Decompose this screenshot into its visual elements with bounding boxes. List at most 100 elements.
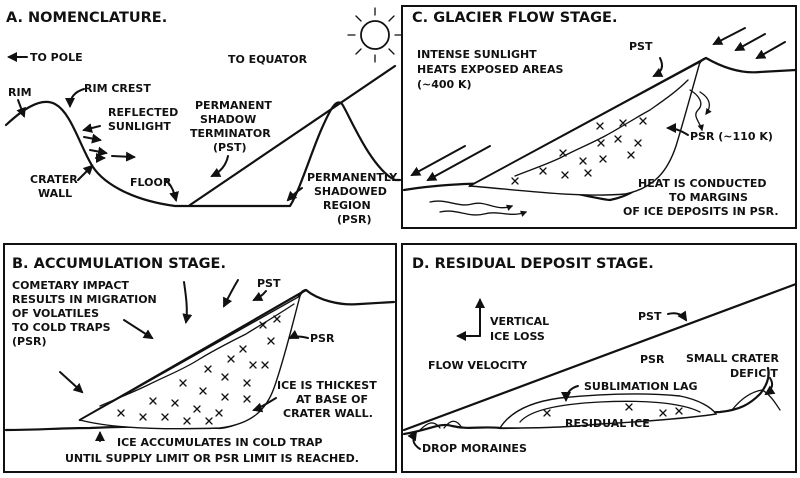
small-crater-label-1: SMALL CRATER	[686, 352, 779, 365]
reflected-arrow-3	[89, 146, 108, 157]
panel-c-title: C. GLACIER FLOW STAGE.	[412, 10, 617, 26]
reflected-arrow-2	[83, 133, 102, 144]
impact-label-4: TO COLD TRAPS	[12, 321, 111, 334]
sunlight-label-3: (~400 K)	[417, 78, 472, 91]
heat-label-1: HEAT IS CONDUCTED	[638, 177, 766, 190]
pst-arrow-a	[210, 155, 229, 177]
psr-label-b: PSR	[310, 332, 335, 345]
small-crater	[731, 389, 781, 411]
heat-label-2: TO MARGINS	[669, 191, 748, 204]
sublimation-lag-line	[519, 400, 701, 423]
panel-b-accumulation: B. ACCUMULATION STAGE. COMETARY IMPACT R…	[3, 243, 397, 473]
psr-label-4: (PSR)	[337, 213, 372, 226]
sun-icon	[347, 7, 403, 63]
crater-wall-label-1: CRATER	[30, 173, 78, 186]
impact-arrow-4	[59, 371, 84, 394]
accumulates-label-1: ICE ACCUMULATES IN COLD TRAP	[117, 436, 323, 449]
impact-label-5: (PSR)	[12, 335, 47, 348]
panel-d-title: D. RESIDUAL DEPOSIT STAGE.	[412, 256, 654, 272]
thickest-arrow	[252, 397, 277, 413]
reflected-arrow-1	[82, 123, 101, 133]
pst-arrow-d	[667, 310, 688, 322]
rim-label: RIM	[8, 86, 32, 99]
psr-label-3: REGION	[323, 199, 371, 212]
psr-label-d: PSR	[640, 353, 665, 366]
reflected-arrow-5	[111, 151, 136, 162]
ice-deposit-c	[467, 60, 702, 196]
pst-label-c: PST	[629, 40, 653, 53]
ice-crosses-d	[543, 403, 683, 417]
floor-arrow	[165, 179, 179, 202]
rim-arrow	[16, 99, 26, 118]
reflected-label-2: SUNLIGHT	[108, 120, 171, 133]
psr-arrow-b	[288, 329, 309, 339]
panel-b-frame	[3, 243, 397, 473]
sunlight-ray-3	[712, 27, 746, 45]
psr-label-c: PSR (~110 K)	[690, 130, 773, 143]
panel-b-title: B. ACCUMULATION STAGE.	[12, 256, 226, 272]
vertical-label-1: VERTICAL	[490, 315, 549, 328]
panel-c-frame	[401, 5, 797, 229]
psr-arrow-c	[666, 123, 689, 136]
pst-label-1: PERMANENT	[195, 99, 272, 112]
pst-arrow-b	[252, 290, 267, 301]
panel-c-glacier-flow: C. GLACIER FLOW STAGE. INTENSE SUNLIGHT …	[401, 5, 798, 229]
shadow-terminator-line-d	[402, 282, 798, 432]
impact-label-3: OF VOLATILES	[12, 307, 99, 320]
flow-velocity-label: FLOW VELOCITY	[428, 359, 528, 372]
impact-label-1: COMETARY IMPACT	[12, 279, 129, 292]
heat-flow-1	[689, 89, 704, 132]
thickest-label-1: ICE IS THICKEST	[277, 379, 377, 392]
ice-wavy-surface-c	[514, 79, 689, 177]
shadow-terminator-line-a	[188, 64, 397, 207]
thickest-label-3: CRATER WALL.	[283, 407, 373, 420]
small-crater-arrow	[764, 377, 776, 396]
panel-d-frame	[401, 243, 797, 473]
accumulates-label-2: UNTIL SUPPLY LIMIT OR PSR LIMIT IS REACH…	[65, 452, 359, 465]
pst-label-3: TERMINATOR	[190, 127, 271, 140]
to-equator-label: TO EQUATOR	[228, 53, 308, 66]
small-crater-label-2: DEFICIT	[730, 367, 778, 380]
moraines-arrow	[407, 430, 421, 450]
sunlight-ray-4	[734, 33, 766, 51]
crater-profile-a	[4, 100, 402, 208]
sunlight-label-2: HEATS EXPOSED AREAS	[417, 63, 563, 76]
pst-label-4: (PST)	[213, 141, 247, 154]
thickest-label-2: AT BASE OF	[296, 393, 368, 406]
panel-a-title: A. NOMENCLATURE.	[6, 10, 167, 26]
psr-label-2: SHADOWED	[314, 185, 387, 198]
pst-label-b: PST	[257, 277, 281, 290]
sunlight-ray-1	[410, 145, 466, 176]
impact-arrow-2	[223, 279, 239, 308]
rim-crest-arrow	[65, 88, 85, 108]
heat-flow-4	[439, 210, 528, 217]
ice-wavy-surface-b	[99, 303, 295, 407]
pst-arrow-c	[652, 57, 664, 77]
sublimation-lag-label: SUBLIMATION LAG	[584, 380, 697, 393]
crater-wall-label-2: WALL	[38, 187, 72, 200]
crater-wall-arrow	[77, 164, 94, 181]
moraines-label: DROP MORAINES	[422, 442, 527, 455]
vertical-label-2: ICE LOSS	[490, 330, 545, 343]
residual-ice-label: RESIDUAL ICE	[565, 417, 650, 430]
reflected-label-1: REFLECTED	[108, 106, 178, 119]
rim-crest-label: RIM CREST	[84, 82, 151, 95]
impact-arrow-1	[182, 281, 193, 324]
panel-a-nomenclature: A. NOMENCLATURE. TO POLE TO EQUATOR RIM …	[4, 7, 403, 226]
heat-flow-2	[699, 91, 712, 116]
impact-arrow-3	[123, 319, 154, 340]
sublimation-lag-arrow	[561, 385, 579, 402]
psr-label-1: PERMANENTLY	[307, 171, 398, 184]
sunlight-ray-2	[426, 145, 491, 181]
to-pole-label: TO POLE	[30, 51, 83, 64]
panel-d-residual-deposit: D. RESIDUAL DEPOSIT STAGE. VERTICAL ICE …	[401, 243, 798, 473]
sunlight-ray-5	[755, 41, 786, 59]
impact-label-2: RESULTS IN MIGRATION	[12, 293, 157, 306]
pst-label-d: PST	[638, 310, 662, 323]
psr-arrow-a	[286, 187, 303, 202]
pst-label-2: SHADOW	[200, 113, 256, 126]
moraine-bumps	[419, 420, 463, 431]
ice-crosses-b	[117, 315, 281, 425]
floor-label: FLOOR	[130, 176, 172, 189]
